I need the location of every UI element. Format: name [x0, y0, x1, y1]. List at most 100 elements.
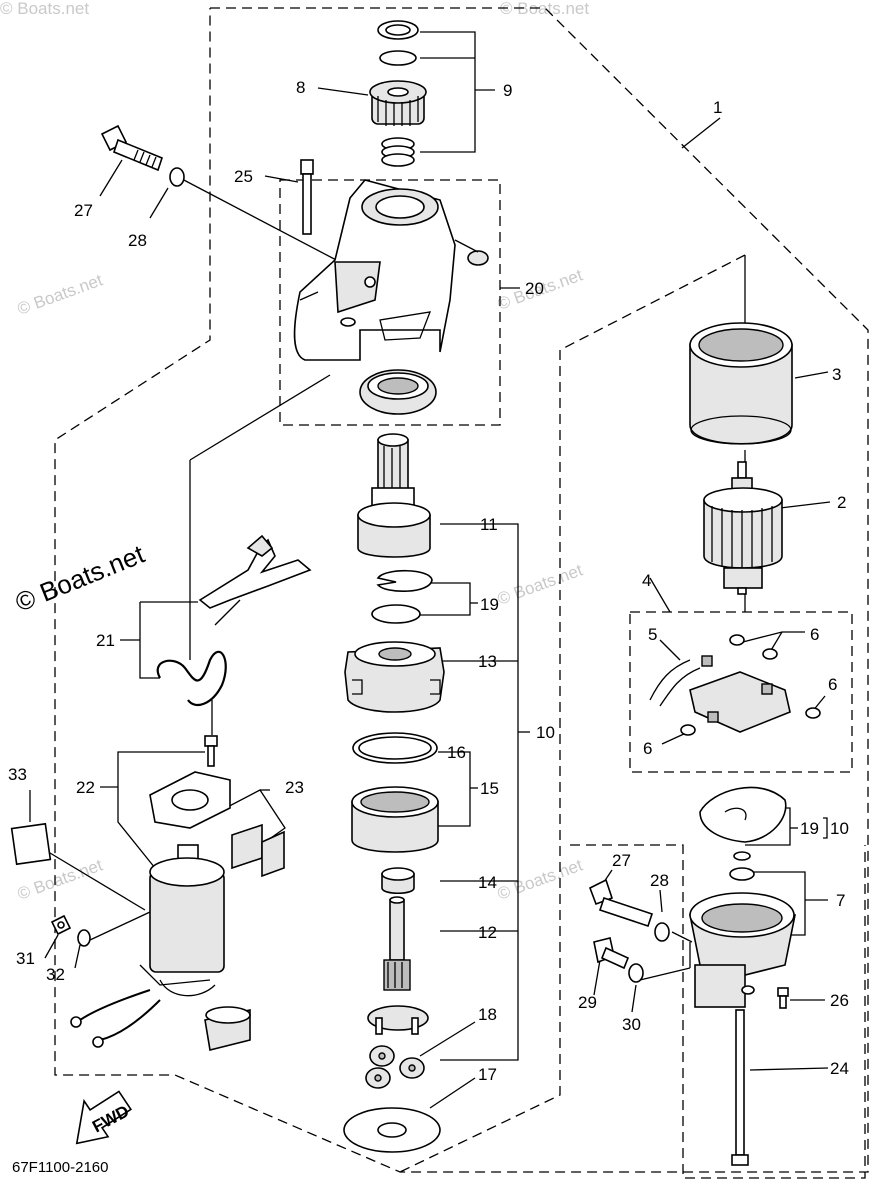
- part-bolt-29: [593, 937, 630, 970]
- callout-31: 31: [16, 949, 35, 968]
- callout-1: 1: [713, 98, 722, 117]
- part-bolt-25: [300, 159, 314, 235]
- part-planetary-shaft: [367, 896, 429, 1035]
- callout-16: 16: [447, 743, 466, 762]
- callout-19-lower: 19: [800, 819, 819, 838]
- part-armature: [703, 461, 783, 595]
- part-ring-16: [352, 732, 438, 764]
- callout-labels: 1 2 3 4 5 6 6 6 7 8 9 10 11 12 13 14 15 …: [8, 78, 849, 1084]
- watermark-text: © Boats.net: [500, 0, 589, 18]
- part-spring: [381, 137, 415, 167]
- part-nut-31: [50, 914, 72, 936]
- callout-21: 21: [96, 631, 115, 650]
- watermark-text: © Boats.net: [495, 855, 585, 903]
- part-plate-17: [343, 1107, 441, 1153]
- callout-4: 4: [642, 571, 651, 590]
- part-washer-lower: [733, 851, 751, 861]
- part-yoke: [689, 322, 793, 445]
- part-internal-gear: [351, 786, 439, 853]
- callout-8: 8: [296, 78, 305, 97]
- assembly-outlines: [54, 7, 869, 1179]
- callout-33: 33: [8, 765, 27, 784]
- watermark-text: © Boats.net: [495, 560, 585, 608]
- part-oil-seal: [377, 20, 419, 40]
- callout-6: 6: [810, 625, 819, 644]
- callout-7: 7: [836, 891, 845, 910]
- part-cables: [70, 989, 161, 1048]
- callout-5: 5: [648, 625, 657, 644]
- watermark-text: © Boats.net: [0, 0, 89, 18]
- callout-20: 20: [525, 279, 544, 298]
- part-bearing: [359, 369, 437, 415]
- part-clutch-housing: [344, 641, 445, 713]
- callout-9: 9: [503, 81, 512, 100]
- callout-22: 22: [76, 778, 95, 797]
- callout-32: 32: [46, 965, 65, 984]
- callout-26: 26: [830, 991, 849, 1010]
- faint-watermarks: © Boats.net © Boats.net © Boats.net © Bo…: [0, 0, 589, 904]
- part-washer-30: [628, 963, 644, 983]
- part-plate-19-lower: [699, 786, 787, 843]
- part-planet-gears: [365, 1045, 425, 1089]
- part-front-housing: [293, 179, 489, 361]
- callout-28: 28: [128, 231, 147, 250]
- callout-27: 27: [74, 201, 93, 220]
- callout-23: 23: [285, 778, 304, 797]
- part-washer-19: [371, 604, 421, 624]
- assembly-outline-20: [279, 179, 501, 426]
- callout-10-lower: 10: [830, 819, 849, 838]
- leader-lines: [29, 31, 831, 1109]
- callout-6: 6: [828, 675, 837, 694]
- diagram-part-code: 67F1100-2160: [12, 1159, 108, 1176]
- callout-24: 24: [830, 1059, 849, 1078]
- part-spring-wire: [156, 650, 227, 707]
- callout-15: 15: [480, 779, 499, 798]
- part-screw-26: [777, 987, 789, 1009]
- part-bolt-27: [100, 124, 163, 172]
- part-washer-28: [169, 167, 185, 187]
- callout-10: 10: [536, 723, 555, 742]
- callout-25: 25: [234, 167, 253, 186]
- part-plate-22: [149, 771, 231, 829]
- part-end-cover: [689, 867, 796, 1008]
- part-circlip: [379, 50, 417, 66]
- part-label-33: [10, 822, 52, 866]
- callout-18: 18: [478, 1005, 497, 1024]
- part-bolt-27-right: [588, 878, 654, 928]
- callout-2: 2: [837, 493, 846, 512]
- callout-12: 12: [478, 923, 497, 942]
- callout-17: 17: [478, 1065, 497, 1084]
- part-clip-19: [376, 569, 433, 593]
- part-rubber-blocks: [231, 823, 285, 878]
- callout-19: 19: [480, 595, 499, 614]
- part-through-bolt: [731, 1009, 749, 1166]
- assembly-outline-1: [54, 7, 869, 1173]
- part-lever: [198, 534, 312, 609]
- watermark-main: © Boats.net: [11, 538, 149, 617]
- part-bushing: [381, 867, 415, 895]
- part-drive-shaft: [357, 433, 431, 558]
- callout-6: 6: [643, 739, 652, 758]
- fwd-arrow: FWD: [75, 1090, 132, 1145]
- callout-27: 27: [612, 851, 631, 870]
- part-washer-28-right: [654, 922, 670, 942]
- callout-13: 13: [478, 652, 497, 671]
- right-column-divider: [399, 254, 746, 1173]
- part-pinion-gear: [369, 80, 427, 126]
- callout-30: 30: [622, 1015, 641, 1034]
- part-screw-22: [204, 735, 218, 767]
- callout-14: 14: [478, 873, 497, 892]
- watermark-text: © Boats.net: [15, 270, 105, 318]
- callout-3: 3: [832, 365, 841, 384]
- part-washer-32: [77, 929, 91, 947]
- part-brush-holder: [649, 634, 821, 736]
- parts: FWD: [10, 20, 821, 1166]
- callout-28: 28: [650, 871, 669, 890]
- part-motor-body: [139, 844, 225, 997]
- assembly-outline-24: [570, 844, 866, 1179]
- bracket-19-10: [823, 817, 828, 839]
- callout-11: 11: [480, 515, 498, 534]
- callout-29: 29: [578, 993, 597, 1012]
- part-boot: [204, 1006, 251, 1051]
